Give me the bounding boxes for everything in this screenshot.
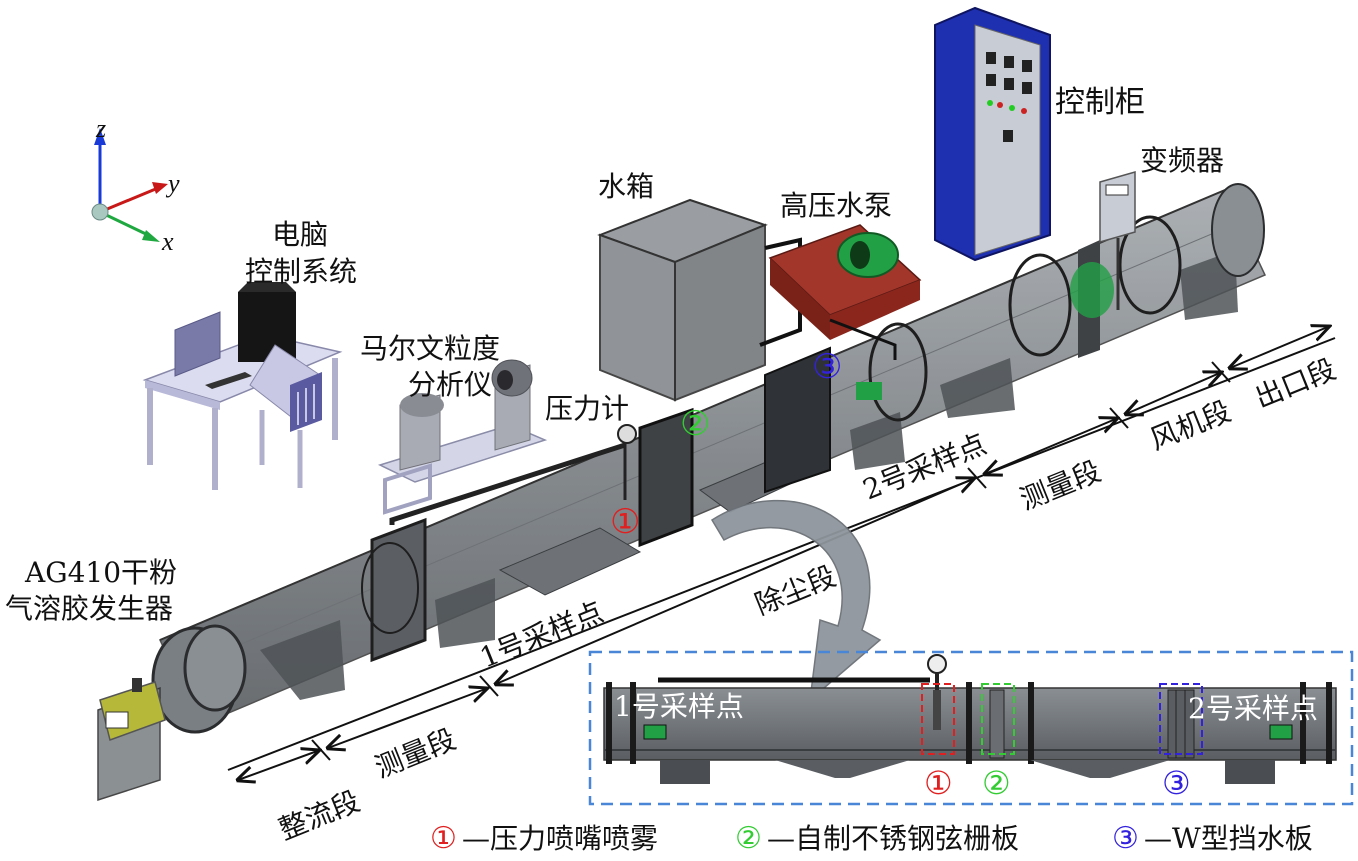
marker-3: ③ xyxy=(812,347,842,387)
axis-z-label: z xyxy=(95,114,106,143)
label-computer-2: 控制系统 xyxy=(245,255,357,288)
label-measure-2: 测量段 xyxy=(1015,454,1105,516)
label-generator-1: AG410干粉 xyxy=(24,556,177,589)
callout-arrow xyxy=(710,499,882,702)
main-duct xyxy=(151,183,1267,734)
label-malvern-2: 分析仪 xyxy=(408,368,492,401)
label-fan: 风机段 xyxy=(1145,394,1235,456)
label-sample1: 1号采样点 xyxy=(475,595,608,674)
marker-1: ① xyxy=(610,502,640,542)
label-rectifier: 整流段 xyxy=(274,784,364,846)
legend-text-3: —W型挡水板 xyxy=(1144,822,1313,855)
label-malvern-1: 马尔文粒度 xyxy=(360,332,500,365)
inset-marker-3: ③ xyxy=(1162,764,1191,802)
legend-mark-1: ① xyxy=(430,821,457,856)
inset-label-sample2: 2号采样点 xyxy=(1188,692,1318,725)
legend: ① —压力喷嘴喷雾 ② —自制不锈钢弦栅板 ③ —W型挡水板 xyxy=(430,821,1313,856)
high-pressure-pump xyxy=(759,224,922,360)
label-outlet: 出口段 xyxy=(1250,352,1340,414)
axis-triad: z y x xyxy=(91,114,180,256)
axis-x-label: x xyxy=(161,227,174,256)
label-pump: 高压水泵 xyxy=(780,189,892,222)
axis-y-label: y xyxy=(165,169,180,198)
inverter xyxy=(1099,171,1136,310)
label-inverter: 变频器 xyxy=(1140,144,1224,177)
legend-text-2: —自制不锈钢弦栅板 xyxy=(767,822,1019,855)
label-cabinet: 控制柜 xyxy=(1055,85,1145,120)
label-measure-1: 测量段 xyxy=(370,722,460,784)
control-cabinet xyxy=(934,6,1051,262)
label-computer-1: 电脑 xyxy=(272,218,328,251)
inset-panel xyxy=(588,650,1354,806)
aerosol-generator xyxy=(97,678,166,802)
legend-mark-3: ③ xyxy=(1112,821,1139,856)
water-tank xyxy=(597,198,768,402)
label-water-tank: 水箱 xyxy=(598,170,654,203)
label-generator-2: 气溶胶发生器 xyxy=(5,592,173,625)
inset-marker-1: ① xyxy=(924,764,953,802)
malvern-analyzer xyxy=(377,359,548,515)
label-gauge: 压力计 xyxy=(545,392,629,425)
dimension-lines xyxy=(227,326,1336,780)
legend-mark-2: ② xyxy=(735,821,762,856)
computer-desk xyxy=(142,282,343,490)
inset-label-sample1: 1号采样点 xyxy=(614,690,744,723)
legend-text-1: —压力喷嘴喷雾 xyxy=(462,822,658,855)
marker-2: ② xyxy=(680,404,710,444)
inset-marker-2: ② xyxy=(982,764,1011,802)
